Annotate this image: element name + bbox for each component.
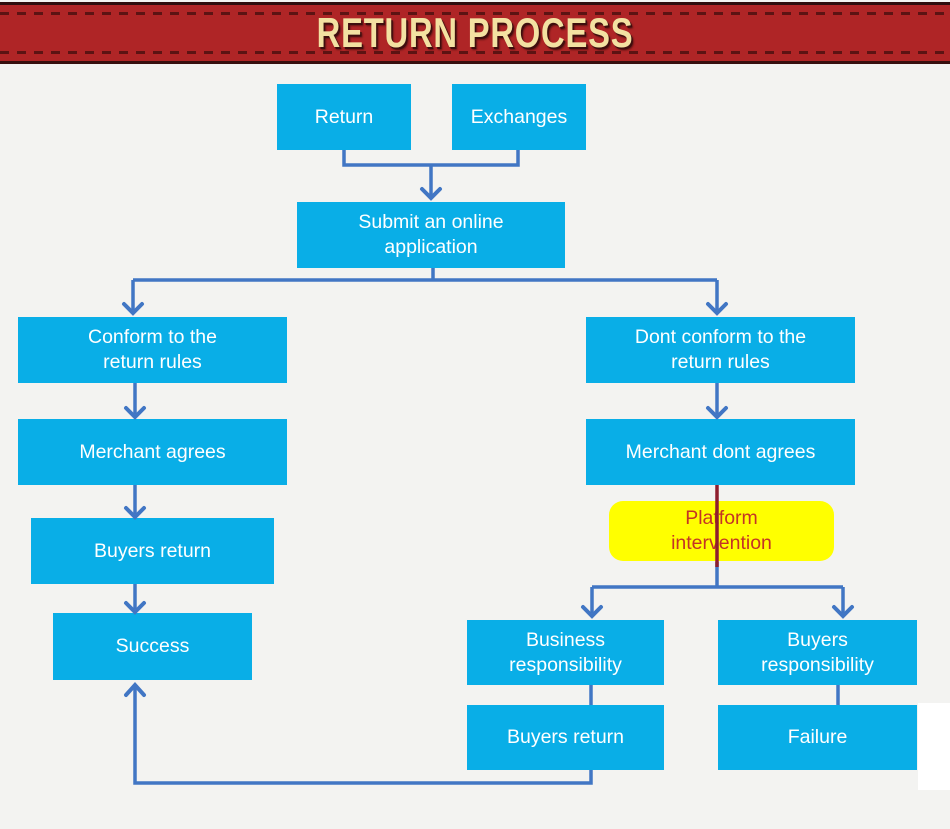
node-business-responsibility: Business responsibility — [467, 620, 664, 685]
node-buyers-return-2: Buyers return — [467, 705, 664, 770]
node-exchanges: Exchanges — [452, 84, 586, 150]
header-ribbon: RETURN PROCESS — [0, 2, 950, 64]
arrowhead-buyers-resp — [832, 605, 854, 619]
arrowhead-buyers-return — [124, 506, 146, 520]
edge-split-responsibility — [590, 562, 845, 613]
arrowhead-success — [124, 601, 146, 615]
edge-merge-top — [342, 150, 520, 196]
arrowhead-merchant-agrees — [124, 406, 146, 420]
node-buyers-responsibility: Buyers responsibility — [718, 620, 917, 685]
arrowhead-dont-conform — [706, 302, 728, 316]
node-buyers-return: Buyers return — [31, 518, 274, 584]
node-return: Return — [277, 84, 411, 150]
ribbon-stitch-bottom — [0, 51, 950, 54]
arrowhead-merchant-dont — [706, 406, 728, 420]
arrowhead-business-resp — [581, 605, 603, 619]
arrowhead-submit — [420, 187, 442, 201]
edge-split-rules — [131, 268, 719, 310]
image-white-patch — [918, 703, 950, 790]
node-dont-conform-rules: Dont conform to the return rules — [586, 317, 855, 383]
page-title: RETURN PROCESS — [316, 9, 634, 56]
node-merchant-agrees: Merchant agrees — [18, 419, 287, 485]
node-submit-application: Submit an online application — [297, 202, 565, 268]
ribbon-stitch-top — [0, 12, 950, 15]
arrowhead-success-up — [124, 682, 146, 697]
node-conform-rules: Conform to the return rules — [18, 317, 287, 383]
node-failure: Failure — [718, 705, 917, 770]
arrowhead-conform — [122, 302, 144, 316]
node-merchant-dont-agrees: Merchant dont agrees — [586, 419, 855, 485]
node-platform-intervention: Platform intervention — [609, 501, 834, 561]
node-success: Success — [53, 613, 252, 680]
